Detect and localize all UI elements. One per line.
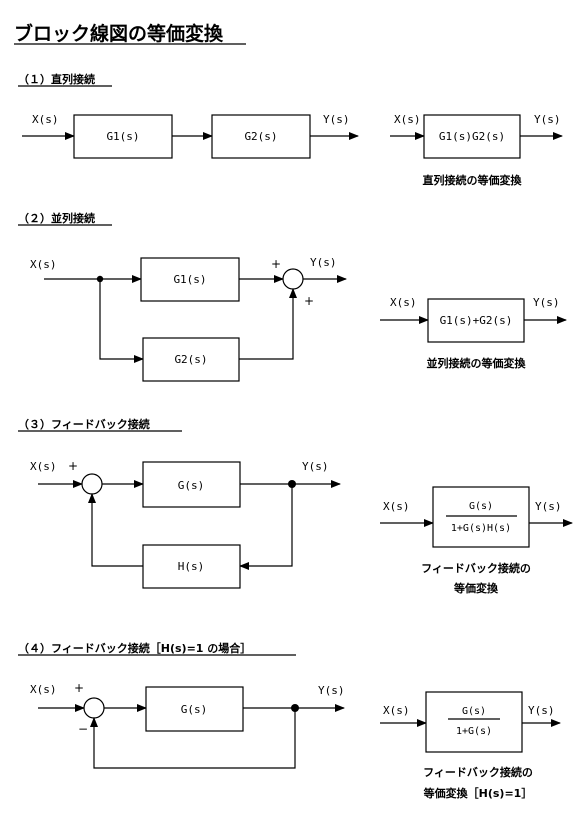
eq-denominator: 1+G(s)H(s) [451, 523, 511, 534]
section-feedback: （３）フィードバック接続 X(s) + G(s) Y(s) H(s) X(s) … [18, 417, 573, 595]
input-label: X(s) [32, 113, 59, 126]
summing-point [282, 268, 304, 290]
eq-caption-line2: 等価変換 [453, 581, 499, 595]
section-parallel: （２）並列接続 X(s) G1(s) + G2(s) + Y(s) X(s) G… [18, 211, 567, 382]
output-label: Y(s) [323, 113, 350, 126]
eq-numerator: G(s) [462, 706, 486, 717]
eq-block [425, 691, 523, 753]
eq-denominator: 1+G(s) [456, 726, 492, 737]
input-label: X(s) [30, 683, 57, 696]
eq-input-label: X(s) [383, 704, 410, 717]
section-heading: （１）直列接続 [18, 72, 95, 86]
output-label: Y(s) [318, 684, 345, 697]
unity-feedback-arrow [90, 708, 296, 769]
plus-sign: + [74, 681, 84, 695]
eq-output-label: Y(s) [534, 113, 561, 126]
output-label: Y(s) [310, 256, 337, 269]
output-label: Y(s) [302, 460, 329, 473]
block-g2 [211, 114, 311, 159]
eq-input-label: X(s) [390, 296, 417, 309]
feedback-return-arrow [88, 493, 143, 567]
plus-sign-bottom: + [304, 294, 314, 308]
block-g2-label: G2(s) [174, 353, 207, 366]
eq-block-label: G1(s)G2(s) [439, 130, 505, 143]
block-g [142, 461, 241, 508]
eq-output-label: Y(s) [535, 500, 562, 513]
eq-input-label: X(s) [383, 500, 410, 513]
section-series: （１）直列接続 X(s) G1(s) G2(s) Y(s) X(s) G1(s)… [18, 72, 563, 187]
summing-point [81, 473, 103, 495]
eq-output-label: Y(s) [533, 296, 560, 309]
block-g-label: G(s) [181, 703, 208, 716]
minus-sign: − [78, 722, 88, 736]
block-h-label: H(s) [178, 560, 205, 573]
eq-input-label: X(s) [394, 113, 421, 126]
page-title: ブロック線図の等価変換 [14, 22, 224, 45]
block-g1 [73, 114, 173, 159]
feedback-arrow [239, 484, 293, 570]
block-g1-label: G1(s) [173, 273, 206, 286]
section-heading: （３）フィードバック接続 [18, 417, 150, 431]
eq-caption: 直列接続の等価変換 [423, 173, 523, 187]
block-g [145, 686, 244, 732]
plus-sign: + [68, 459, 78, 473]
summing-point [83, 697, 105, 719]
eq-caption-line1: フィードバック接続の [421, 561, 531, 575]
eq-caption-line2: 等価変換［H(s)=1］ [423, 786, 533, 800]
branch-line [99, 279, 144, 363]
block-g1 [140, 257, 240, 302]
plus-sign-top: + [271, 257, 281, 271]
eq-numerator: G(s) [469, 501, 493, 512]
section-heading: （２）並列接続 [18, 211, 95, 225]
section-unity-feedback: （４）フィードバック接続［H(s)=1 の場合］ X(s) + − G(s) Y… [18, 641, 561, 800]
g2-to-sum-arrow [239, 288, 297, 360]
block-g1-label: G1(s) [106, 130, 139, 143]
eq-caption: 並列接続の等価変換 [427, 356, 527, 370]
input-label: X(s) [30, 460, 57, 473]
block-g2-label: G2(s) [244, 130, 277, 143]
eq-output-label: Y(s) [528, 704, 555, 717]
section-heading: （４）フィードバック接続［H(s)=1 の場合］ [18, 641, 251, 655]
eq-block [432, 486, 530, 548]
block-g-label: G(s) [178, 479, 205, 492]
eq-caption-line1: フィードバック接続の [423, 765, 533, 779]
block-h [142, 544, 241, 589]
input-label: X(s) [30, 258, 57, 271]
eq-block-label: G1(s)+G2(s) [440, 314, 513, 327]
